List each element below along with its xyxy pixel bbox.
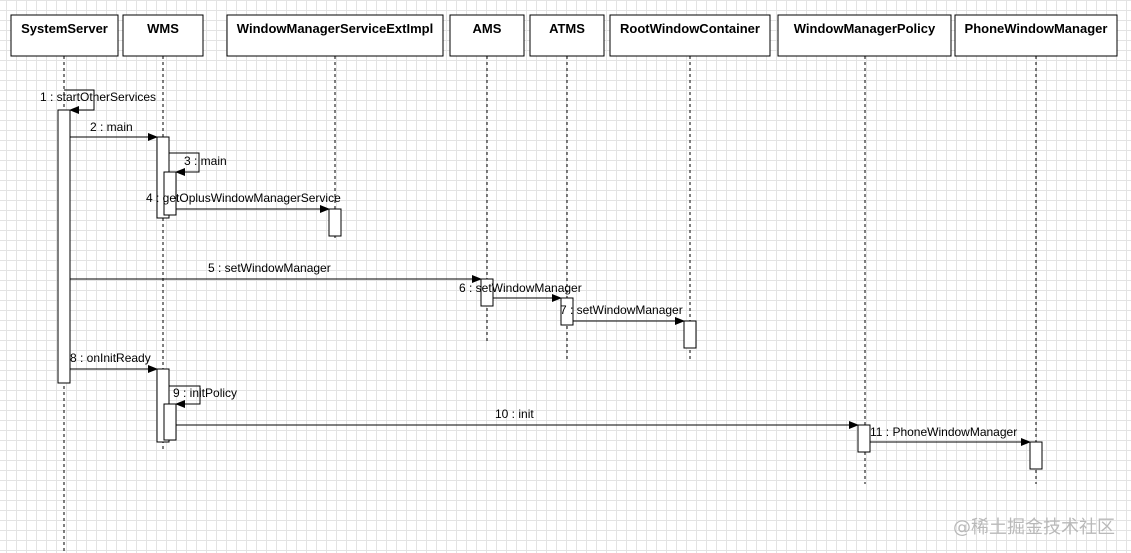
message-7[interactable]: 7 : setWindowManager bbox=[560, 303, 685, 325]
activation-wms-main-nested bbox=[163, 171, 177, 216]
participant-ams[interactable]: AMS bbox=[449, 14, 525, 57]
message-10[interactable]: 10 : init bbox=[176, 407, 859, 429]
participant-wms[interactable]: WMS bbox=[122, 14, 204, 57]
activation-wms-ext bbox=[328, 208, 342, 237]
participants: SystemServer WMS WindowManagerServiceExt… bbox=[10, 14, 1118, 57]
message-label: 10 : init bbox=[495, 407, 534, 421]
message-9[interactable]: 9 : initPolicy bbox=[169, 385, 237, 408]
participant-phone-window-manager[interactable]: PhoneWindowManager bbox=[954, 14, 1118, 57]
participant-system-server[interactable]: SystemServer bbox=[10, 14, 119, 57]
participant-label: WindowManagerPolicy bbox=[794, 21, 936, 36]
activation-root-window-container bbox=[683, 320, 697, 349]
participant-atms[interactable]: ATMS bbox=[529, 14, 605, 57]
message-label: 7 : setWindowManager bbox=[560, 303, 683, 317]
message-label: 6 : setWindowManager bbox=[459, 281, 582, 295]
activation-atms bbox=[560, 297, 574, 326]
activation-ams bbox=[480, 278, 494, 307]
message-1[interactable]: 1 : startOtherServices bbox=[40, 89, 156, 114]
message-8[interactable]: 8 : onInitReady bbox=[70, 351, 158, 373]
activation-window-manager-policy bbox=[857, 424, 871, 453]
message-label: 8 : onInitReady bbox=[70, 351, 151, 365]
message-label: 2 : main bbox=[90, 120, 133, 134]
message-label: 5 : setWindowManager bbox=[208, 261, 331, 275]
message-11[interactable]: 11 : PhoneWindowManager bbox=[870, 425, 1031, 446]
participant-label: SystemServer bbox=[21, 21, 108, 36]
participant-label: RootWindowContainer bbox=[620, 21, 760, 36]
message-2[interactable]: 2 : main bbox=[70, 120, 158, 141]
participant-label: ATMS bbox=[549, 21, 585, 36]
participant-root-window-container[interactable]: RootWindowContainer bbox=[609, 14, 771, 57]
participant-label: WindowManagerServiceExtImpl bbox=[237, 21, 433, 36]
message-6[interactable]: 6 : setWindowManager bbox=[459, 281, 582, 302]
message-4[interactable]: 4 : getOplusWindowManagerService bbox=[146, 191, 341, 213]
activations bbox=[57, 109, 1043, 470]
activation-system-server bbox=[57, 109, 71, 384]
message-label: 9 : initPolicy bbox=[173, 386, 237, 400]
activation-phone-window-manager bbox=[1029, 441, 1043, 470]
participant-label: PhoneWindowManager bbox=[965, 21, 1108, 36]
activation-wms-initpolicy bbox=[163, 403, 177, 441]
participant-window-manager-policy[interactable]: WindowManagerPolicy bbox=[777, 14, 952, 57]
watermark: @稀土掘金技术社区 bbox=[953, 517, 1115, 538]
message-5[interactable]: 5 : setWindowManager bbox=[70, 261, 482, 283]
lifelines bbox=[63, 56, 1037, 553]
message-label: 3 : main bbox=[184, 154, 227, 168]
message-label: 1 : startOtherServices bbox=[40, 90, 156, 104]
participant-wms-ext[interactable]: WindowManagerServiceExtImpl bbox=[226, 14, 444, 57]
participant-label: AMS bbox=[473, 21, 502, 36]
messages: 1 : startOtherServices 2 : main 3 : main… bbox=[40, 89, 1031, 446]
message-label: 4 : getOplusWindowManagerService bbox=[146, 191, 341, 205]
message-label: 11 : PhoneWindowManager bbox=[870, 425, 1017, 439]
participant-label: WMS bbox=[147, 21, 179, 36]
message-3[interactable]: 3 : main bbox=[169, 152, 227, 176]
